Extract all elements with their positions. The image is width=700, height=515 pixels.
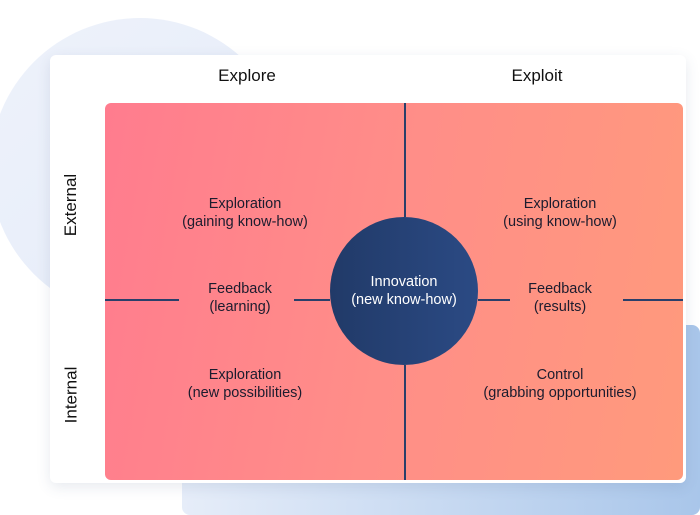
cell-mid-left-subtitle: (learning) bbox=[209, 299, 271, 315]
cell-bottom-right-title: Control bbox=[536, 367, 584, 383]
innovation-subtitle: (new know-how) bbox=[351, 292, 457, 308]
cell-bottom-right: Control (grabbing opportunities) bbox=[445, 366, 675, 402]
cell-mid-left: Feedback (learning) bbox=[125, 280, 355, 316]
divider-horizontal-right-inner bbox=[478, 299, 510, 301]
cell-mid-right-title: Feedback bbox=[528, 281, 592, 297]
cell-bottom-left-subtitle: (new possibilities) bbox=[187, 385, 303, 401]
innovation-circle: Innovation (new know-how) bbox=[330, 217, 478, 365]
cell-top-left: Exploration (gaining know-how) bbox=[130, 195, 360, 231]
cell-bottom-left: Exploration (new possibilities) bbox=[130, 366, 360, 402]
cell-top-right-title: Exploration bbox=[523, 196, 597, 212]
cell-bottom-right-subtitle: (grabbing opportunities) bbox=[483, 385, 637, 401]
cell-mid-left-title: Feedback bbox=[208, 281, 272, 297]
cell-mid-right: Feedback (results) bbox=[445, 280, 675, 316]
cell-top-right-subtitle: (using know-how) bbox=[503, 214, 617, 230]
divider-horizontal-left-inner bbox=[294, 299, 330, 301]
cell-top-left-subtitle: (gaining know-how) bbox=[182, 214, 308, 230]
cell-bottom-left-title: Exploration bbox=[208, 367, 282, 383]
divider-horizontal-left-outer bbox=[105, 299, 179, 301]
divider-vertical-bottom bbox=[404, 365, 406, 480]
row-label-internal-text: Internal bbox=[61, 366, 81, 424]
row-label-external: External bbox=[50, 120, 92, 290]
cell-mid-right-subtitle: (results) bbox=[533, 299, 587, 315]
innovation-title: Innovation bbox=[370, 274, 438, 290]
divider-vertical-top bbox=[404, 103, 406, 217]
cell-top-right: Exploration (using know-how) bbox=[445, 195, 675, 231]
column-label-explore: Explore bbox=[218, 66, 276, 85]
divider-horizontal-right-outer bbox=[623, 299, 683, 301]
column-label-exploit: Exploit bbox=[511, 66, 563, 85]
row-label-internal: Internal bbox=[50, 310, 92, 480]
row-label-external-text: External bbox=[61, 173, 80, 237]
cell-top-left-title: Exploration bbox=[208, 196, 282, 212]
